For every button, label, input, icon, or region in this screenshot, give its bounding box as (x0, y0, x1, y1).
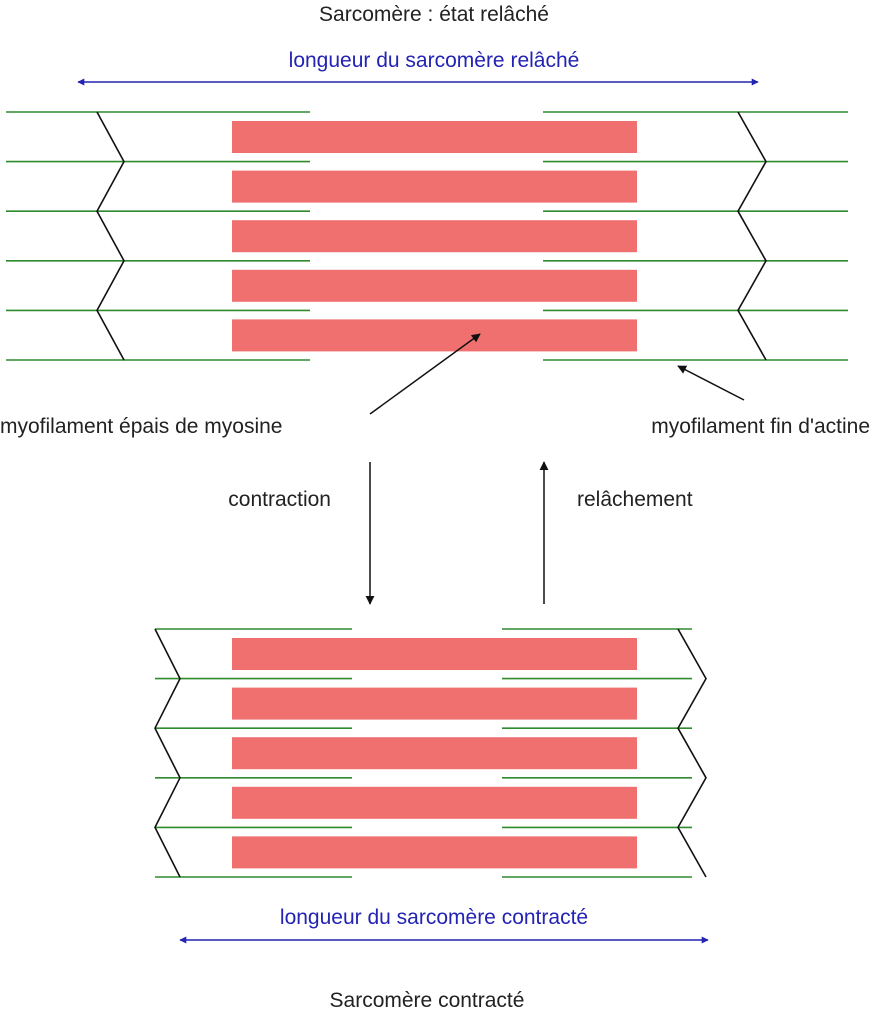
contracted-sarcomere (154, 628, 707, 878)
myosin-filament (232, 687, 637, 720)
myosin-filament (232, 737, 637, 770)
length-label-relaxed: longueur du sarcomère relâché (289, 49, 580, 72)
title-relaxed: Sarcomère : état relâché (319, 3, 549, 26)
z-line-left (154, 628, 181, 878)
myosin-filament (232, 170, 637, 203)
myosin-filament (232, 269, 637, 302)
relaxation-label: relâchement (577, 488, 693, 511)
myosin-pointer-arrow (369, 333, 481, 415)
myosin-filament (232, 786, 637, 819)
relaxed-sarcomere (6, 111, 848, 361)
myosin-filament (232, 836, 637, 869)
length-label-contracted: longueur du sarcomère contracté (280, 906, 588, 929)
myosin-filament (232, 121, 637, 153)
actin-label: myofilament fin d'actine (651, 415, 870, 438)
z-line-left (96, 111, 125, 361)
myosin-filament (232, 220, 637, 253)
z-line-right (677, 628, 707, 878)
myosin-label: myofilament épais de myosine (0, 415, 282, 438)
myosin-filament (232, 319, 637, 352)
contraction-label: contraction (228, 488, 331, 511)
actin-pointer-arrow (677, 365, 745, 401)
z-line-right (737, 111, 767, 361)
title-contracted: Sarcomère contracté (330, 989, 525, 1012)
myosin-filament (232, 638, 637, 670)
